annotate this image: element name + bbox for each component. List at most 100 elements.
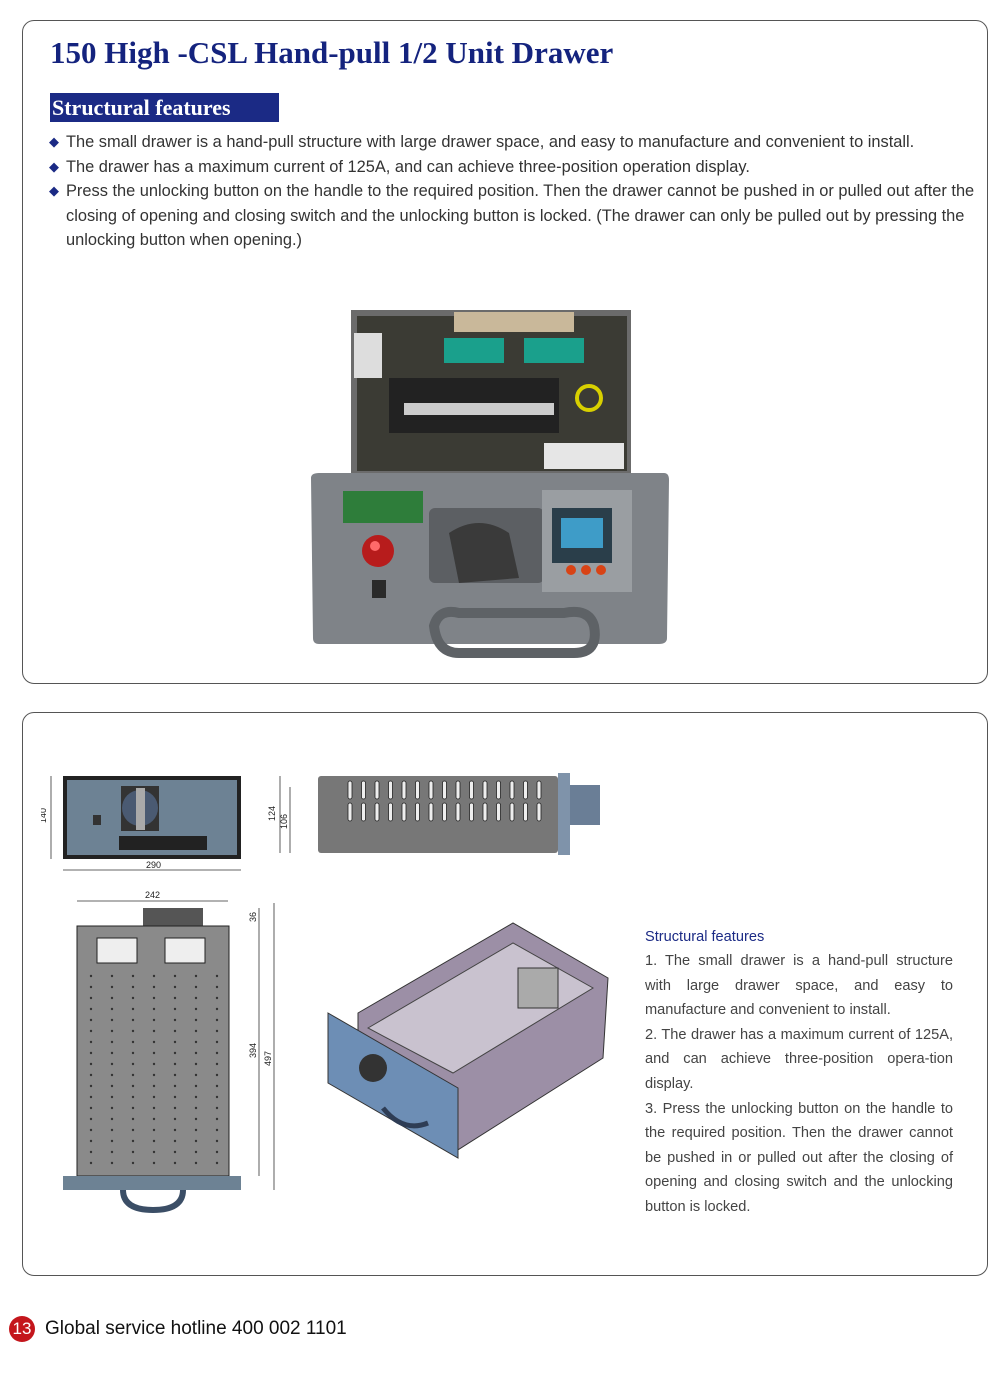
note-item: 2. The drawer has a maximum current of 1…: [645, 1026, 953, 1092]
note-item: 3. Press the unlocking button on the han…: [645, 1100, 953, 1215]
dim-front-height: 140: [41, 808, 48, 823]
vent-slot: [523, 802, 528, 822]
mount-hole: [173, 1018, 177, 1022]
mount-hole: [131, 1117, 135, 1121]
structural-features-notes: Structural features 1. The small drawer …: [645, 925, 953, 1220]
mount-hole: [110, 985, 114, 989]
vent-slot: [536, 802, 542, 822]
mount-hole: [173, 1007, 177, 1011]
mount-hole: [215, 1007, 219, 1011]
mount-hole: [152, 1018, 156, 1022]
mount-hole: [152, 1106, 156, 1110]
mount-hole: [110, 1084, 114, 1088]
vent-slot: [361, 780, 366, 800]
vent-slot: [469, 802, 474, 822]
vent-slot: [496, 780, 501, 800]
mount-hole: [110, 1161, 114, 1165]
mount-hole: [110, 1106, 114, 1110]
mount-hole: [194, 1150, 198, 1154]
mount-hole: [215, 1051, 219, 1055]
feature-item: ◆The small drawer is a hand-pull structu…: [49, 130, 979, 155]
vent-slot: [361, 802, 366, 822]
vent-slot: [347, 802, 353, 822]
mount-hole: [215, 1150, 219, 1154]
mount-hole: [194, 974, 198, 978]
mount-hole: [152, 1161, 156, 1165]
technical-drawings-panel: 140 290 124 106 242 36 394 497 Structura…: [22, 712, 988, 1276]
vent-slot: [509, 802, 515, 822]
mount-hole: [110, 1095, 114, 1099]
mount-hole: [131, 1018, 135, 1022]
mount-hole: [152, 1150, 156, 1154]
mount-hole: [194, 1128, 198, 1132]
mount-hole: [194, 1018, 198, 1022]
vent-slot: [523, 780, 528, 800]
mount-hole: [215, 985, 219, 989]
vent-slot: [442, 780, 447, 800]
mount-hole: [89, 1051, 93, 1055]
vent-slot: [428, 802, 434, 822]
mount-hole: [89, 1062, 93, 1066]
mount-hole: [131, 1040, 135, 1044]
diamond-bullet-icon: ◆: [49, 183, 59, 198]
drawer-product-photo: [311, 310, 669, 658]
mount-hole: [131, 996, 135, 1000]
mount-hole: [173, 1062, 177, 1066]
mount-hole: [173, 996, 177, 1000]
page-number-badge: 13: [9, 1316, 35, 1342]
mount-hole: [215, 1040, 219, 1044]
mount-hole: [194, 1095, 198, 1099]
mount-hole: [215, 996, 219, 1000]
mount-hole: [194, 1117, 198, 1121]
mount-hole: [152, 1084, 156, 1088]
mount-hole: [110, 1062, 114, 1066]
mount-hole: [215, 1106, 219, 1110]
mount-hole: [152, 985, 156, 989]
mount-hole: [194, 1007, 198, 1011]
mount-hole: [110, 1040, 114, 1044]
vent-slot: [415, 780, 420, 800]
feature-item: ◆The drawer has a maximum current of 125…: [49, 155, 979, 180]
notes-heading: Structural features: [645, 929, 765, 945]
mount-hole: [131, 1051, 135, 1055]
mount-hole: [131, 1084, 135, 1088]
page-footer: 13 Global service hotline 400 002 1101: [9, 1316, 347, 1342]
mount-hole: [194, 985, 198, 989]
vent-slot: [401, 802, 407, 822]
feature-item: ◆Press the unlocking button on the handl…: [49, 179, 979, 253]
mount-hole: [194, 1161, 198, 1165]
mount-hole: [173, 1117, 177, 1121]
mount-hole: [194, 1040, 198, 1044]
mount-hole: [110, 1029, 114, 1033]
mount-hole: [110, 1051, 114, 1055]
mount-hole: [89, 1106, 93, 1110]
mount-hole: [131, 1007, 135, 1011]
diamond-bullet-icon: ◆: [49, 134, 59, 149]
mount-hole: [152, 996, 156, 1000]
mount-hole: [110, 1128, 114, 1132]
vent-slot: [455, 802, 461, 822]
mount-hole: [173, 1150, 177, 1154]
mount-hole: [110, 1117, 114, 1121]
vent-slot: [347, 780, 353, 800]
mount-hole: [131, 974, 135, 978]
section-heading: Structural features: [50, 93, 279, 122]
vent-slot: [388, 802, 393, 822]
mount-hole: [173, 1139, 177, 1143]
mount-hole: [152, 1040, 156, 1044]
dim-top-depth-outer: 497: [263, 1051, 273, 1066]
mount-hole: [89, 1029, 93, 1033]
mount-hole: [110, 1018, 114, 1022]
mount-hole: [110, 1139, 114, 1143]
mount-hole: [194, 1062, 198, 1066]
mount-hole: [173, 1128, 177, 1132]
vent-slot: [388, 780, 393, 800]
mount-hole: [89, 974, 93, 978]
mount-hole: [173, 1029, 177, 1033]
mount-hole: [215, 1073, 219, 1077]
mount-hole: [89, 1007, 93, 1011]
mount-hole: [89, 1073, 93, 1077]
mount-hole: [89, 1117, 93, 1121]
mount-hole: [89, 1084, 93, 1088]
mount-hole: [152, 1117, 156, 1121]
